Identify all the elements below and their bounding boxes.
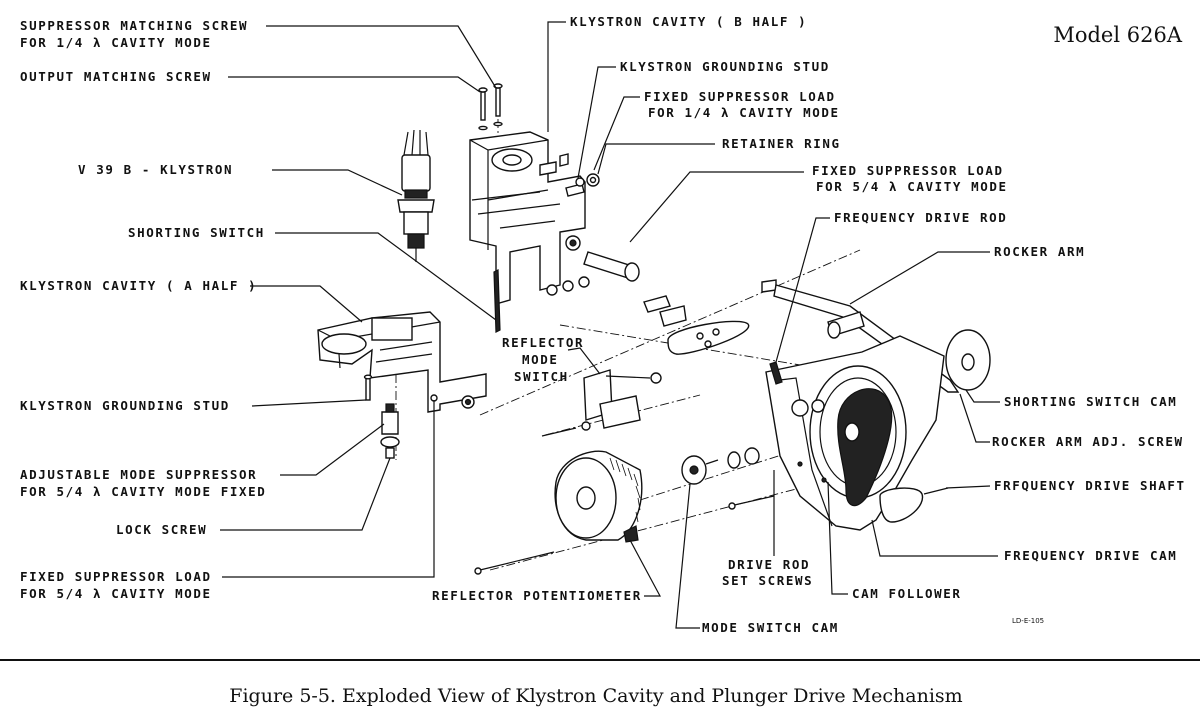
model-title: Model 626A bbox=[1053, 23, 1182, 47]
label-grounding-stud-top: KLYSTRON GROUNDING STUD bbox=[620, 59, 830, 74]
label-rocker-arm: ROCKER ARM bbox=[994, 244, 1085, 259]
label-fixed-load-54-mode: FOR 5/4 λ CAVITY MODE bbox=[816, 179, 1008, 194]
label-cavity-a-half: KLYSTRON CAVITY ( A HALF ) bbox=[20, 278, 257, 293]
mode-switch-cam-part bbox=[681, 447, 775, 510]
label-frequency-drive-cam: FREQUENCY DRIVE CAM bbox=[1004, 548, 1177, 563]
klystron-cavity-b-half-part bbox=[469, 131, 590, 305]
label-shorting-switch: SHORTING SWITCH bbox=[128, 225, 265, 240]
label-suppressor-screw-mode: FOR 1/4 λ CAVITY MODE bbox=[20, 35, 212, 50]
label-rocker-arm-adj-screw: ROCKER ARM ADJ. SCREW bbox=[992, 434, 1184, 449]
label-shorting-switch-cam: SHORTING SWITCH CAM bbox=[1004, 394, 1177, 409]
drawing-number: LD-E-105 bbox=[1012, 617, 1044, 625]
label-mode-switch-cam: MODE SWITCH CAM bbox=[702, 620, 839, 635]
reflector-potentiometer-part bbox=[474, 450, 643, 575]
label-fixed-load-14-mode: FOR 1/4 λ CAVITY MODE bbox=[648, 105, 840, 120]
matching-screws-part bbox=[478, 83, 503, 131]
shorting-switch-part bbox=[493, 269, 501, 333]
shorting-switch-cam-part bbox=[945, 329, 991, 391]
label-frequency-drive-rod: FREQUENCY DRIVE ROD bbox=[834, 210, 1007, 225]
label-grounding-stud-left: KLYSTRON GROUNDING STUD bbox=[20, 398, 230, 413]
label-adjustable-mode-suppressor: ADJUSTABLE MODE SUPPRESSOR bbox=[20, 467, 257, 482]
drive-housing-part bbox=[765, 335, 949, 531]
fixed-load-54-part bbox=[583, 251, 640, 282]
label-drive-rod-set-screws-2: SET SCREWS bbox=[722, 573, 813, 588]
left-small-parts bbox=[363, 374, 400, 459]
label-fixed-load-left-mode: FOR 5/4 λ CAVITY MODE bbox=[20, 586, 212, 601]
leader-lines bbox=[220, 21, 1000, 629]
reflector-mode-switch-part bbox=[541, 369, 662, 437]
label-cam-follower: CAM FOLLOWER bbox=[852, 586, 962, 601]
label-fixed-load-54: FIXED SUPPRESSOR LOAD bbox=[812, 163, 1004, 178]
figure-caption: Figure 5-5. Exploded View of Klystron Ca… bbox=[229, 685, 962, 707]
label-fixed-load-14: FIXED SUPPRESSOR LOAD bbox=[644, 89, 836, 104]
label-cavity-b-half: KLYSTRON CAVITY ( B HALF ) bbox=[570, 14, 807, 29]
label-reflector-switch-3: SWITCH bbox=[514, 369, 569, 384]
top-hardware-part bbox=[565, 173, 600, 197]
label-retainer-ring: RETAINER RING bbox=[722, 136, 841, 151]
klystron-cavity-a-half-part bbox=[317, 311, 487, 413]
label-lock-screw: LOCK SCREW bbox=[116, 522, 207, 537]
label-fixed-load-left: FIXED SUPPRESSOR LOAD bbox=[20, 569, 212, 584]
label-drive-rod-set-screws-1: DRIVE ROD bbox=[728, 557, 810, 572]
frequency-drive-rod-part bbox=[769, 361, 783, 385]
label-reflector-switch-1: REFLECTOR bbox=[502, 335, 584, 350]
label-suppressor-screw: SUPPRESSOR MATCHING SCREW bbox=[20, 18, 248, 33]
label-adjustable-mode-suppressor-mode: FOR 5/4 λ CAVITY MODE FIXED bbox=[20, 484, 266, 499]
callout-labels: SUPPRESSOR MATCHING SCREW FOR 1/4 λ CAVI… bbox=[20, 14, 1186, 635]
label-reflector-potentiometer: REFLECTOR POTENTIOMETER bbox=[432, 588, 642, 603]
label-reflector-switch-2: MODE bbox=[522, 352, 559, 367]
label-output-matching-screw: OUTPUT MATCHING SCREW bbox=[20, 69, 212, 84]
label-frequency-drive-shaft: FRFQUENCY DRIVE SHAFT bbox=[994, 478, 1186, 493]
label-klystron-tube: V 39 B - KLYSTRON bbox=[78, 162, 233, 177]
klystron-tube-part bbox=[397, 129, 435, 262]
